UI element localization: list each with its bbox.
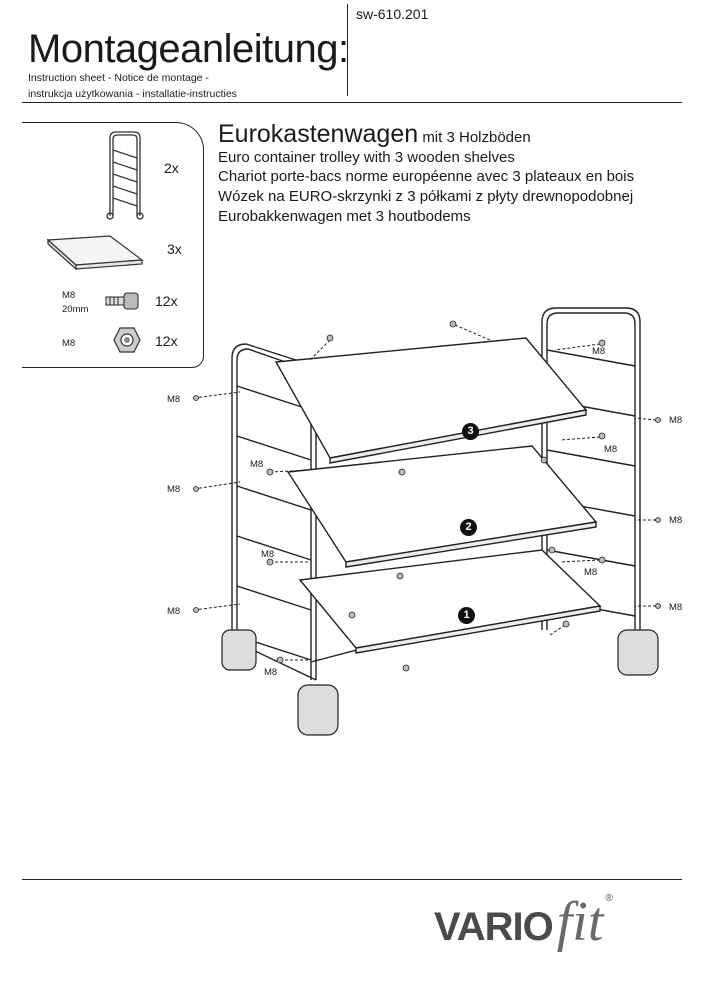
bolt-callout: M8 (592, 346, 606, 357)
product-title-nl: Eurobakkenwagen met 3 houtbodems (218, 208, 471, 225)
bolt-icon (105, 292, 139, 310)
part-qty-shelf: 3x (167, 241, 182, 257)
logo-fit-text: fit (556, 891, 604, 953)
parts-list-box (22, 122, 204, 368)
part-qty-bolt: 12x (155, 293, 178, 309)
header-rule (22, 102, 682, 103)
bolt-callout: M8 (604, 444, 618, 455)
logo-registered-mark: ® (605, 893, 613, 904)
bolt-length-label: 20mm (62, 304, 89, 315)
logo-vario-text: VARIO (434, 905, 554, 949)
bolt-callout: M8 (167, 606, 181, 617)
part-qty-nut: 12x (155, 333, 178, 349)
product-title-pl: Wózek na EURO-skrzynki z 3 półkami z pły… (218, 188, 634, 205)
product-title-sub: mit 3 Holzböden (422, 129, 531, 146)
bolt-callout: M8 (261, 549, 275, 560)
bolt-callout: M8 (167, 484, 181, 495)
nut-icon (113, 327, 141, 353)
product-title-main: Eurokastenwagen (218, 120, 419, 148)
product-title-en: Euro container trolley with 3 wooden she… (218, 149, 515, 166)
variofit-logo: VARIO fit ® (434, 891, 613, 953)
bolt-callout: M8 (584, 567, 598, 578)
bolt-callout: M8 (264, 667, 278, 678)
side-frame-icon (106, 131, 144, 220)
bolt-callout: M8 (167, 394, 181, 405)
bolt-callout: M8 (250, 459, 264, 470)
product-title-de: Eurokastenwagen mit 3 Holzböden (218, 120, 531, 149)
nut-size-label: M8 (62, 338, 76, 349)
subtitle-line-2: instrukcja użytkowania - installatie-ins… (28, 88, 237, 100)
footer-rule (22, 879, 682, 880)
assembly-diagram (193, 307, 661, 736)
shelf-number-2: 2 (460, 519, 477, 536)
bolt-callout: M8 (669, 415, 683, 426)
bolt-size-label: M8 (62, 290, 76, 301)
wooden-shelf-icon (46, 235, 144, 271)
product-title-fr: Chariot porte-bacs norme européenne avec… (218, 168, 635, 185)
shelf-number-1: 1 (458, 607, 475, 624)
bolt-callout: M8 (669, 602, 683, 613)
part-qty-frame: 2x (164, 160, 179, 176)
document-number: sw-610.201 (356, 6, 429, 22)
bolt-callout: M8 (669, 515, 683, 526)
shelf-number-3: 3 (462, 423, 479, 440)
header-divider (347, 4, 348, 96)
document-title: Montageanleitung: (28, 27, 349, 71)
subtitle-line-1: Instruction sheet - Notice de montage - (28, 72, 209, 84)
